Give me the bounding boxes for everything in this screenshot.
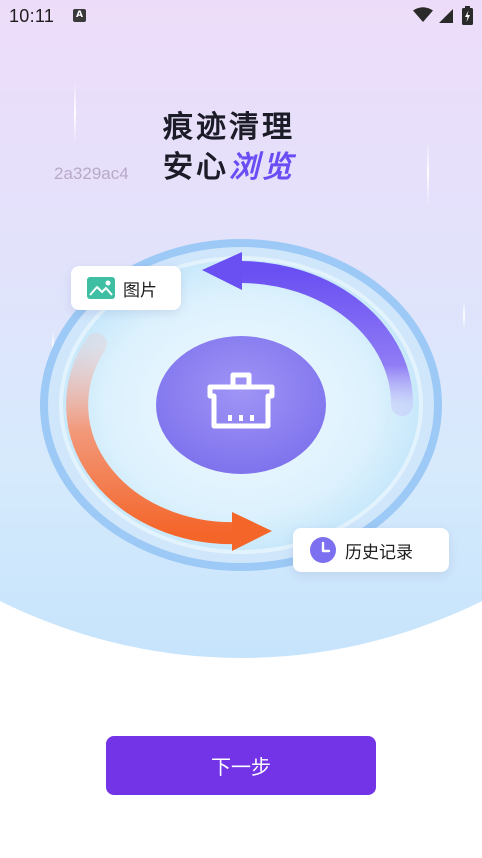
title-line-2-plain: 安心 [163,150,229,185]
history-chip: 历史记录 [293,528,449,572]
hero-title: 痕迹清理 安心浏览 [163,108,295,188]
light-streak [463,300,465,330]
cleaning-illustration [40,239,442,571]
hash-text: 2a329ac4 [54,164,129,183]
cleaning-brush-icon [207,372,275,429]
purple-arrowhead [202,252,242,290]
orange-arrowhead [232,512,272,551]
title-line-2-accent: 浏览 [229,150,295,185]
pictures-label: 图片 [123,280,157,301]
wifi-icon [413,7,433,22]
title-line-2: 安心浏览 [163,148,295,188]
cell-signal-icon [439,9,453,23]
next-step-button[interactable]: 下一步 [106,736,376,795]
history-label: 历史记录 [345,542,413,563]
a-letter-icon: A [73,9,86,22]
title-line-1: 痕迹清理 [163,110,295,145]
image-icon [87,277,115,299]
light-streak [74,82,76,144]
status-bar: 10:11 A [0,0,482,34]
status-time: 10:11 [9,6,55,26]
purple-arc [229,261,414,416]
center-disc [156,336,326,474]
orange-arc [66,333,251,545]
clock-icon [310,537,336,563]
pictures-chip: 图片 [71,266,181,310]
battery-charging-icon [462,6,473,25]
light-streak [427,140,429,206]
brush-bristles [228,415,254,421]
